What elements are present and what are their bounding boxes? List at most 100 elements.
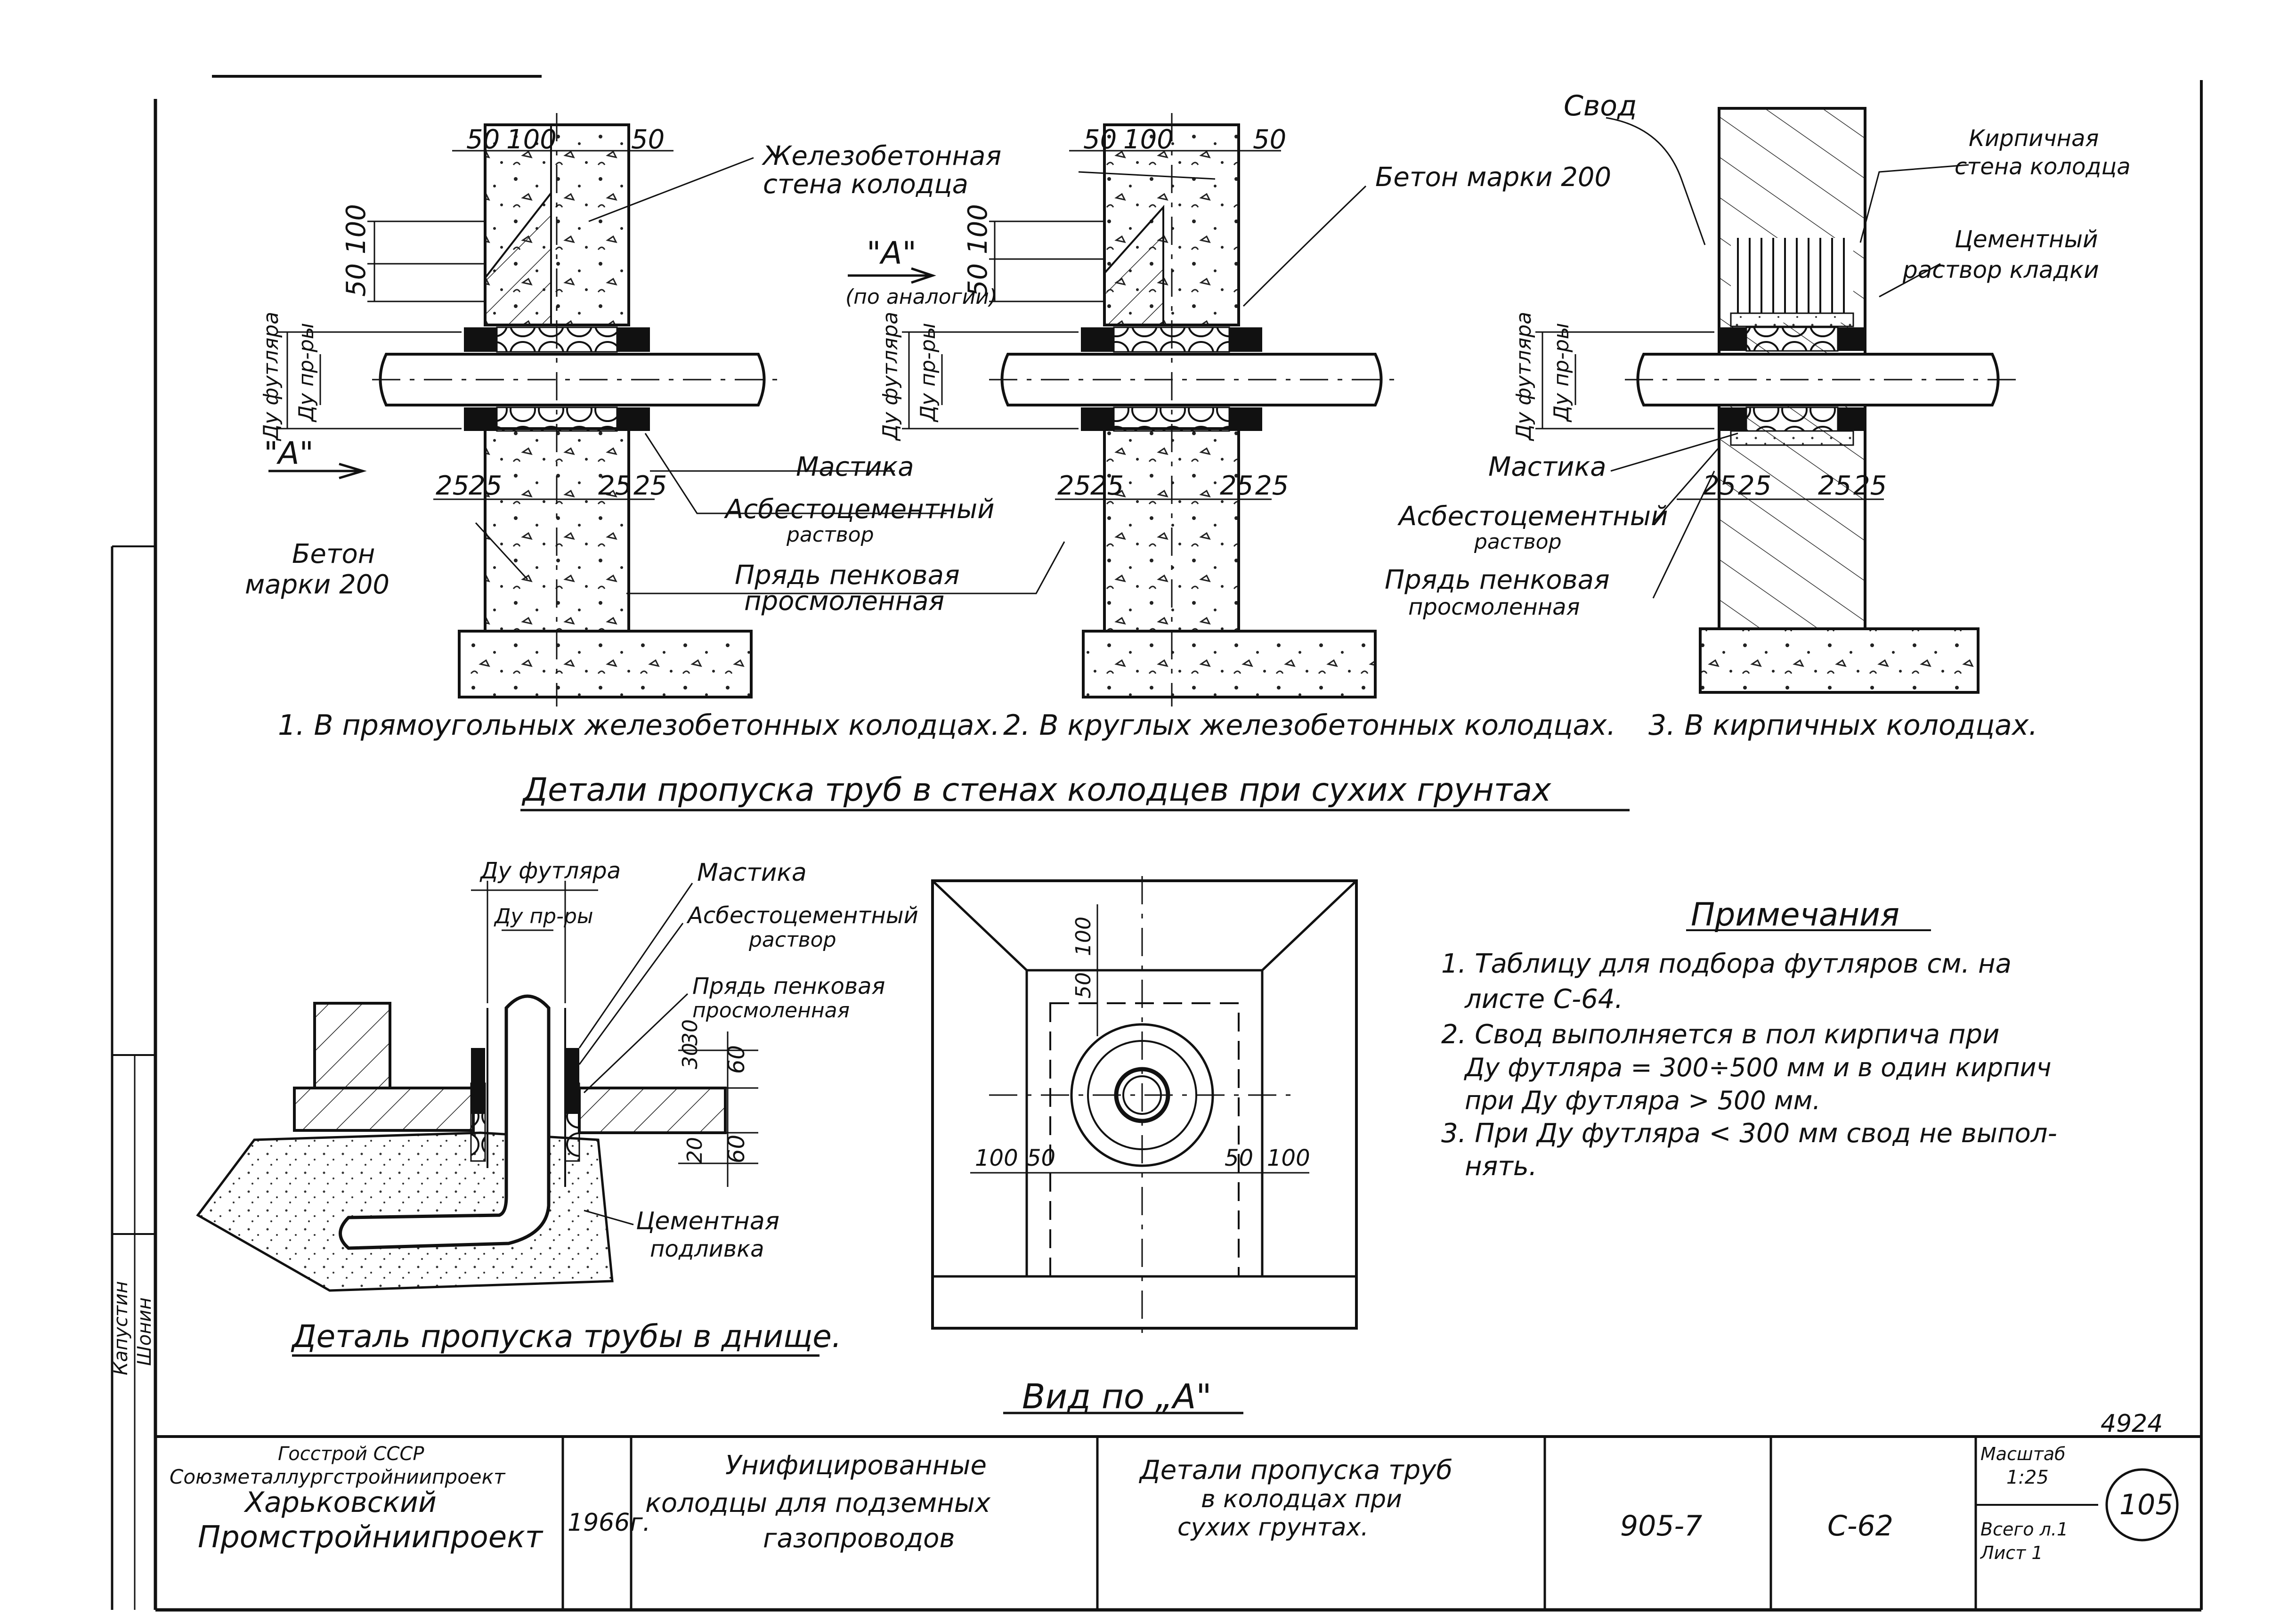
dim-label: 60 bbox=[723, 1135, 750, 1163]
main-title: Детали пропуска труб в стенах колодцев п… bbox=[521, 771, 1551, 809]
dim-label: 25 bbox=[1738, 471, 1771, 501]
side-stamp: Шонин bbox=[134, 1297, 155, 1366]
section-mark: "А" bbox=[264, 435, 314, 471]
callout-text: раствор bbox=[786, 523, 874, 547]
project-line: колодцы для подземных bbox=[645, 1488, 991, 1518]
callout-text: Бетон марки 200 bbox=[1375, 162, 1611, 193]
note-line: при Ду футляра > 500 мм. bbox=[1465, 1086, 1821, 1115]
page-number: 105 bbox=[2119, 1488, 2174, 1521]
dim-label: 50 bbox=[341, 263, 372, 297]
callout-text: просмоленная bbox=[1408, 594, 1580, 620]
dim-label: 50 bbox=[1083, 124, 1117, 155]
floor-label: подливка bbox=[650, 1236, 764, 1262]
callout-text: Асбестоцементный bbox=[1397, 501, 1668, 532]
dim-label: 100 bbox=[1267, 1145, 1310, 1171]
dim-label: 50 bbox=[1225, 1145, 1253, 1171]
dim-label: 50 bbox=[631, 124, 665, 155]
leader-lines bbox=[475, 157, 1065, 594]
sheet-frame bbox=[111, 75, 2203, 1612]
detail-caption: 3. В кирпичных колодцах. bbox=[1648, 709, 2037, 742]
callout-text: стена колодца bbox=[1955, 154, 2131, 180]
dim-label: 25 bbox=[1703, 471, 1736, 501]
view-mark: "А" bbox=[867, 235, 917, 271]
side-stamp: Капустин bbox=[110, 1281, 132, 1375]
dim-label: 50 bbox=[963, 263, 993, 297]
dim-label: 30 bbox=[678, 1019, 702, 1046]
callout-text: Прядь пенковая bbox=[1385, 565, 1610, 595]
dim-label: 25 bbox=[1818, 471, 1851, 501]
org-line: Союзметаллургстройниипроект bbox=[170, 1465, 506, 1488]
sheet-code: С-62 bbox=[1827, 1510, 1893, 1543]
detail-caption: 2. В круглых железобетонных колодцах. bbox=[1003, 709, 1616, 742]
floor-detail-title: Деталь пропуска трубы в днище. bbox=[291, 1318, 842, 1355]
dim-label: 25 bbox=[598, 471, 632, 501]
dim-label: 100 bbox=[963, 204, 993, 254]
total-sheets: Всего л.1 bbox=[1980, 1519, 2068, 1540]
pipe-label-pipe: Ду пр-ры bbox=[916, 323, 940, 422]
view-note: (по аналогии) bbox=[845, 285, 997, 309]
pipe-label-pipe: Ду пр-ры bbox=[1550, 323, 1574, 422]
series: 905-7 bbox=[1620, 1510, 1702, 1543]
note-line: листе С-64. bbox=[1464, 984, 1623, 1015]
floor-label: просмоленная bbox=[692, 999, 850, 1023]
dim-label: 60 bbox=[723, 1045, 750, 1074]
dim-label: 25 bbox=[1220, 471, 1253, 501]
dim-label: 25 bbox=[1255, 471, 1289, 501]
year: 1966г. bbox=[568, 1509, 650, 1537]
pipe-label-casing: Ду футляра bbox=[878, 312, 902, 441]
view-a bbox=[931, 876, 1358, 1333]
callout-text: Асбестоцементный bbox=[724, 494, 994, 525]
floor-label: Ду футляра bbox=[479, 858, 621, 884]
callout-text: Мастика bbox=[1488, 452, 1606, 482]
dim-label: 100 bbox=[341, 204, 372, 254]
vault-hatch bbox=[1730, 238, 1854, 327]
floor-label: Ду пр-ры bbox=[494, 904, 593, 928]
callout-text: Прядь пенковая bbox=[735, 560, 960, 591]
floor-label: Мастика bbox=[697, 859, 807, 887]
project-line: газопроводов bbox=[763, 1523, 955, 1554]
dim-label: 25 bbox=[1853, 471, 1887, 501]
callout-text: раствор кладки bbox=[1902, 256, 2099, 284]
dim-label: 50 bbox=[1253, 124, 1286, 155]
callout-text: стена колодца bbox=[763, 169, 968, 200]
view-a-title: Вид по „А" bbox=[1022, 1377, 1212, 1416]
scale-value: 1:25 bbox=[2006, 1467, 2049, 1488]
org-line: Промстройниипроект bbox=[198, 1520, 544, 1555]
note-line: 1. Таблицу для подбора футляров см. на bbox=[1441, 949, 2012, 979]
detail-round-wells bbox=[848, 113, 1394, 706]
scale-label: Масштаб bbox=[1980, 1444, 2066, 1464]
detail-caption: 1. В прямоугольных железобетонных колодц… bbox=[278, 709, 1000, 742]
note-line: 2. Свод выполняется в пол кирпича при bbox=[1441, 1019, 1999, 1050]
dim-label: 25 bbox=[436, 471, 469, 501]
dim-label: 100 bbox=[506, 124, 557, 155]
floor-label: Цементная bbox=[636, 1207, 779, 1235]
sheet-title-line: в колодцах при bbox=[1201, 1485, 1402, 1513]
callout-text: раствор bbox=[1474, 530, 1562, 554]
dim-label: 100 bbox=[975, 1145, 1018, 1171]
callout-text: Бетон bbox=[292, 539, 375, 569]
callout-text: Кирпичная bbox=[1969, 125, 2099, 152]
dim-label: 30 bbox=[678, 1043, 702, 1069]
note-line: нять. bbox=[1465, 1151, 1537, 1182]
dim-label: 25 bbox=[1090, 471, 1124, 501]
pipe bbox=[372, 353, 777, 406]
section-arrow bbox=[268, 463, 367, 479]
sheet-title-line: Детали пропуска труб bbox=[1138, 1455, 1452, 1486]
org-line: Харьковский bbox=[243, 1486, 437, 1519]
dim-label: 50 bbox=[1027, 1145, 1055, 1171]
sheet-index: Лист 1 bbox=[1980, 1543, 2043, 1563]
callout-text: Мастика bbox=[796, 452, 914, 482]
dim-label: 25 bbox=[469, 471, 502, 501]
dim-label: 25 bbox=[1057, 471, 1091, 501]
pipe-label-pipe: Ду пр-ры bbox=[294, 323, 318, 422]
dim-label: 50 bbox=[466, 124, 500, 155]
floor-label: Асбестоцементный bbox=[686, 902, 918, 929]
pipe-label-casing: Ду футляра bbox=[259, 312, 283, 441]
org-line: Госстрой СССР bbox=[278, 1443, 424, 1465]
sheet-title-line: сухих грунтах. bbox=[1177, 1513, 1369, 1542]
dimension-lines bbox=[278, 150, 673, 500]
dim-label: 25 bbox=[633, 471, 667, 501]
note-line: 3. При Ду футляра < 300 мм свод не выпол… bbox=[1441, 1118, 2057, 1149]
callout-text: Цементный bbox=[1955, 226, 2098, 253]
